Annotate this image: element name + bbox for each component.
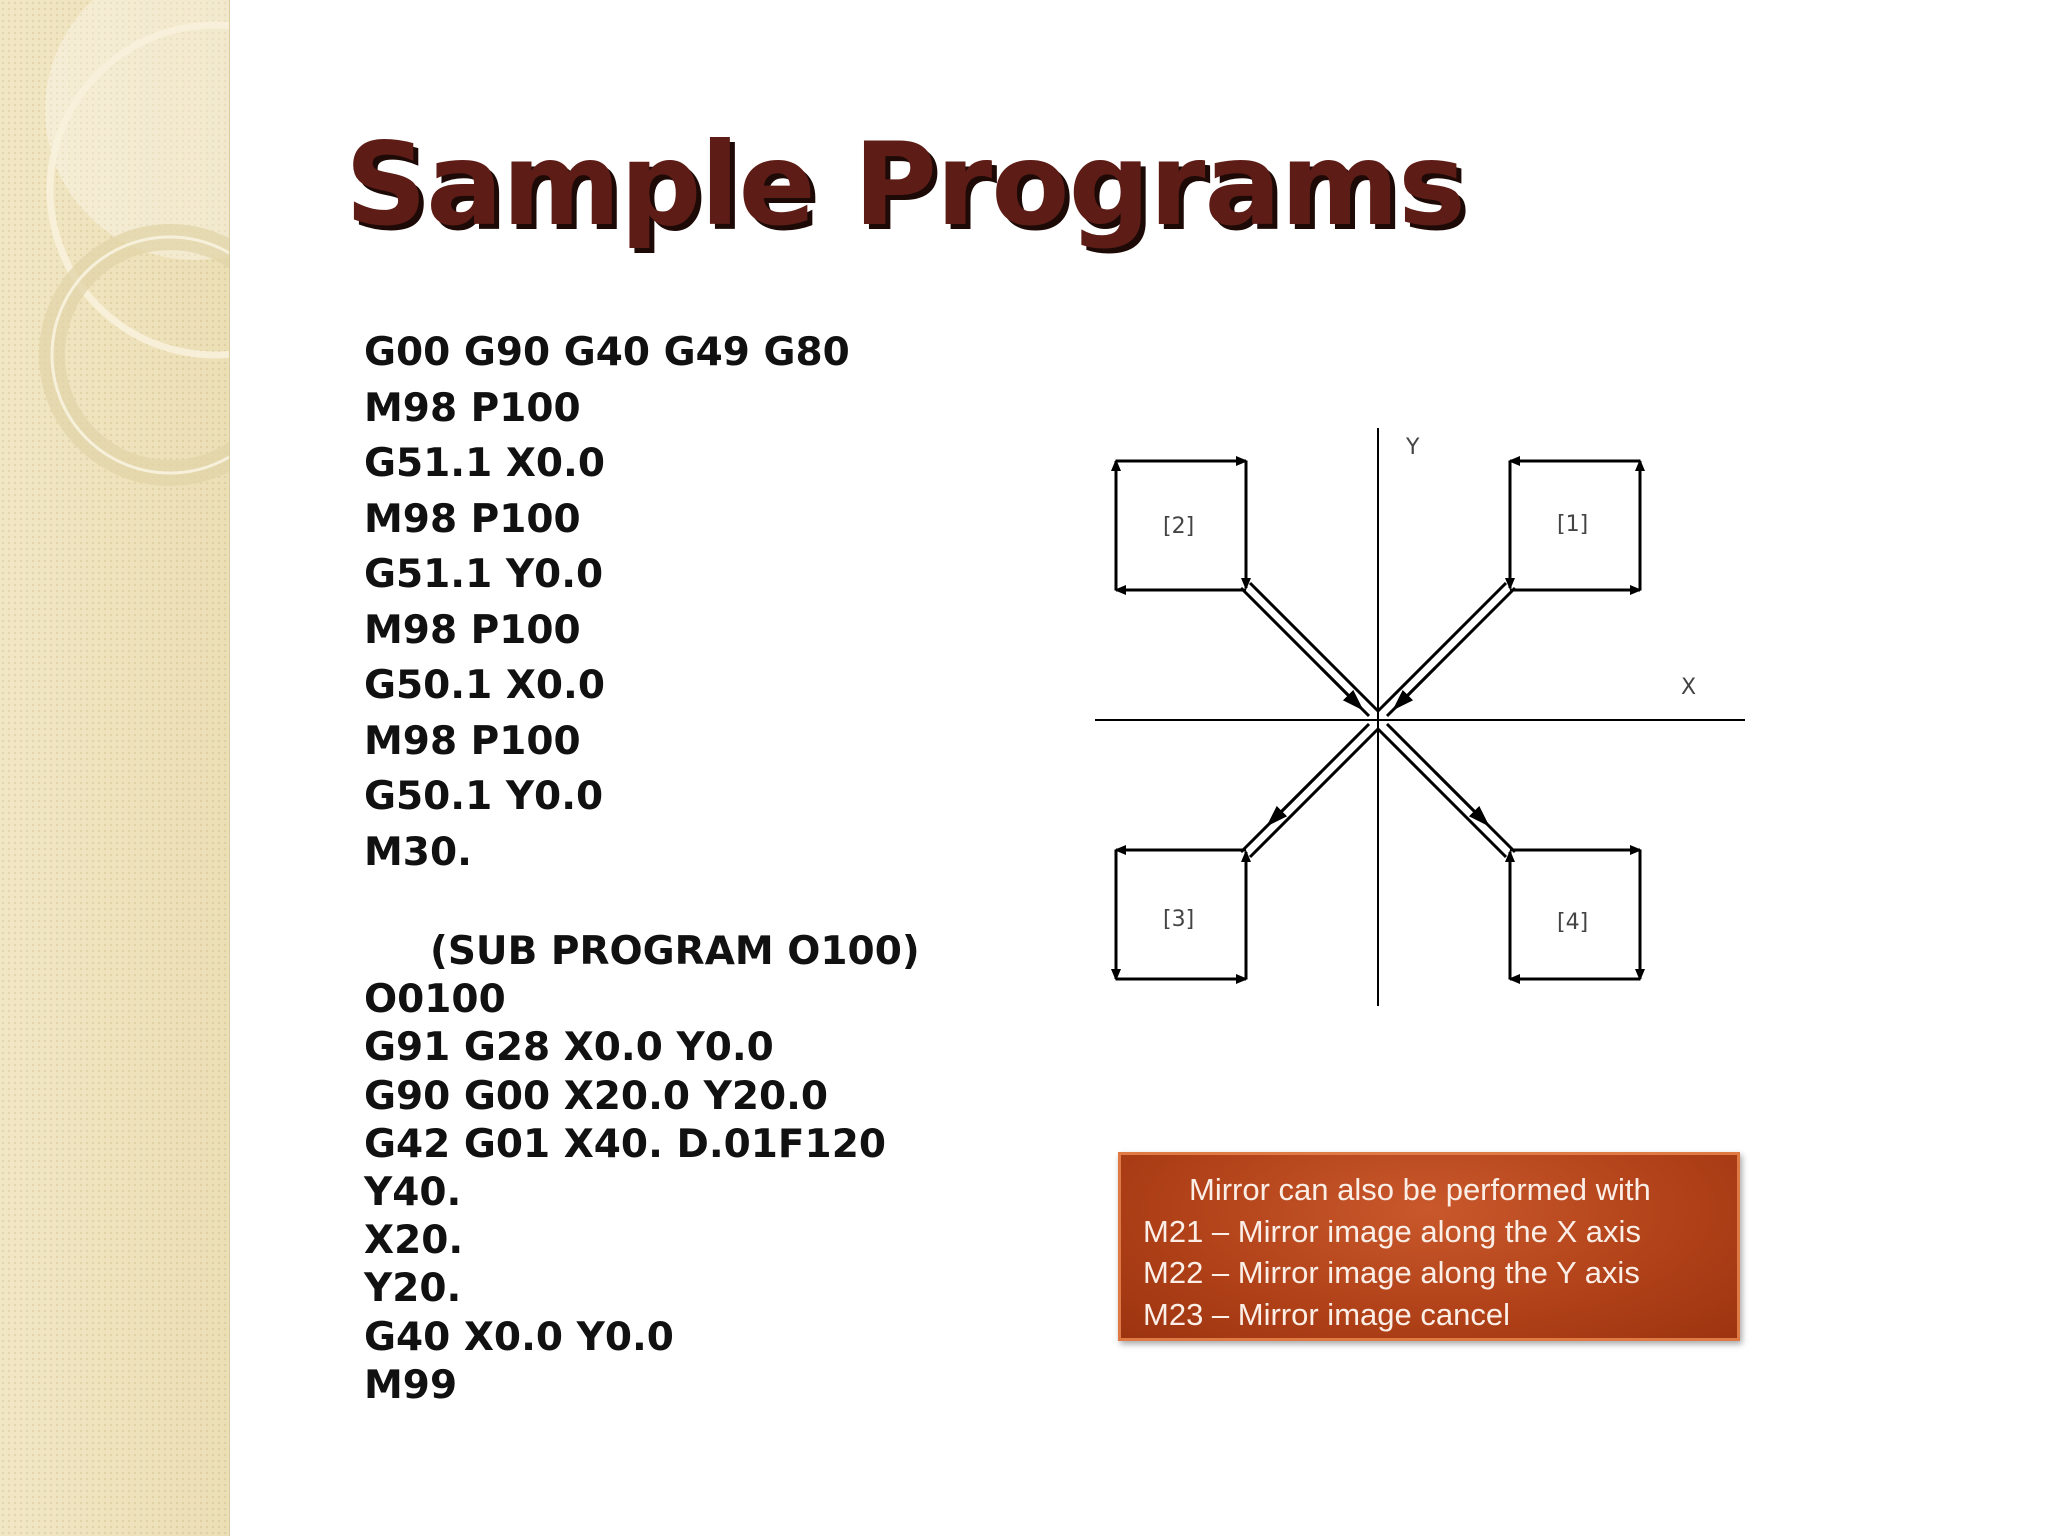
y-axis-label: Y (1405, 435, 1420, 460)
code-line: X20. (364, 1218, 464, 1264)
code-line: G51.1 X0.0 (364, 441, 605, 486)
callout-line: M21 – Mirror image along the X axis (1143, 1213, 1641, 1249)
quadrant-4-loop (1505, 845, 1645, 984)
code-line: G00 G90 G40 G49 G80 (364, 330, 850, 375)
quadrant-2-label: [2] (1163, 514, 1194, 539)
mirror-image-diagram: Y X [1] [2] [3] (1095, 428, 1745, 1006)
sub-program-heading: (SUB PROGRAM O100) (430, 929, 920, 974)
quadrant-2-loop (1111, 456, 1251, 595)
callout-line: M23 – Mirror image cancel (1143, 1296, 1510, 1332)
code-line: M99 (364, 1362, 458, 1408)
code-line: G51.1 Y0.0 (364, 552, 604, 597)
code-line: M98 P100 (364, 496, 581, 542)
code-line: M98 P100 (364, 718, 581, 764)
main-program-listing: G00 G90 G40 G49 G80 M98 P100 G51.1 X0.0 … (364, 325, 850, 880)
quadrant-3-loop (1111, 845, 1251, 984)
code-line: Y20. (364, 1266, 462, 1312)
quadrant-3-label: [3] (1163, 907, 1194, 932)
slide-title: Sample Programs (345, 118, 1466, 251)
code-line: G90 G00 X20.0 Y20.0 (364, 1073, 829, 1119)
decorative-rings (39, 0, 229, 486)
code-line: O0100 (364, 977, 506, 1023)
sub-program-listing: (SUB PROGRAM O100) O0100 G91 G28 X0.0 Y0… (364, 928, 920, 1410)
code-line: G50.1 X0.0 (364, 663, 605, 708)
code-line: M30. (364, 829, 472, 875)
x-axis-label: X (1681, 675, 1696, 700)
code-line: M98 P100 (364, 385, 581, 431)
code-line: G40 X0.0 Y0.0 (364, 1314, 674, 1360)
code-line: G42 G01 X40. D.01F120 (364, 1121, 886, 1167)
quadrant-1-loop (1505, 456, 1645, 595)
code-line: M98 P100 (364, 607, 581, 653)
code-line: G50.1 Y0.0 (364, 774, 604, 819)
quadrant-1-label: [1] (1557, 512, 1588, 537)
mirror-codes-callout: Mirror can also be performed with M21 – … (1118, 1152, 1740, 1341)
code-line: G91 G28 X0.0 Y0.0 (364, 1025, 774, 1071)
callout-line: Mirror can also be performed with (1189, 1172, 1651, 1207)
code-line: Y40. (364, 1170, 462, 1216)
decorative-sidebar (0, 0, 230, 1536)
diagonal-arrowheads (1266, 666, 1490, 827)
quadrant-4-label: [4] (1557, 910, 1588, 935)
callout-line: M22 – Mirror image along the Y axis (1143, 1255, 1640, 1290)
